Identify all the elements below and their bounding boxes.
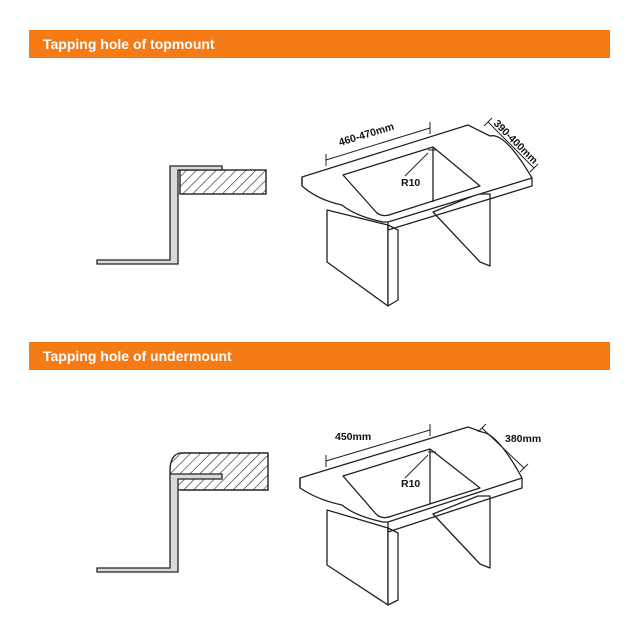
radius-leader-line: [404, 152, 429, 177]
countertop-section: [169, 452, 269, 491]
width-dimension-line: [325, 127, 431, 161]
depth-label: 380mm: [505, 433, 541, 445]
cabinet-left-panel-edge: [387, 527, 399, 606]
radius-leader-line: [404, 454, 429, 479]
section-banner-undermount: Tapping hole of undermount: [29, 342, 610, 370]
section-heading-undermount: Tapping hole of undermount: [43, 348, 232, 364]
depth-dimension-line: [487, 121, 535, 169]
radius-label: R10: [401, 478, 420, 490]
topmount-counter: [301, 124, 533, 307]
section-banner-topmount: Tapping hole of topmount: [29, 30, 610, 58]
undermount-dimensions: [325, 423, 529, 479]
topmount-cross-section: [96, 165, 267, 265]
sink-flange-profile: [96, 473, 223, 573]
width-label: 450mm: [335, 431, 371, 443]
width-dimension-line: [325, 429, 431, 462]
width-label: 460-470mm: [337, 121, 395, 149]
cabinet-right-panel: [432, 495, 491, 569]
topmount-dimensions: [325, 117, 539, 177]
radius-label: R10: [401, 177, 420, 189]
countertop-section: [179, 169, 267, 195]
countertop-edge: [301, 178, 533, 231]
sink-flange-profile: [96, 165, 223, 265]
countertop-edge: [299, 478, 523, 533]
depth-dimension-line: [481, 427, 525, 469]
undermount-cross-section: [96, 452, 269, 573]
cabinet-left-panel-edge: [387, 224, 399, 307]
sink-opening: [342, 448, 481, 519]
undermount-diagram: 450mm 380mm R10: [96, 423, 541, 606]
cabinet-left-panel: [326, 209, 389, 307]
sink-opening: [342, 146, 481, 217]
undermount-counter: [299, 426, 523, 606]
topmount-diagram: 460-470mm 390-400mm R10: [96, 117, 540, 307]
cabinet-left-panel: [326, 509, 389, 606]
section-heading-topmount: Tapping hole of topmount: [43, 36, 215, 52]
